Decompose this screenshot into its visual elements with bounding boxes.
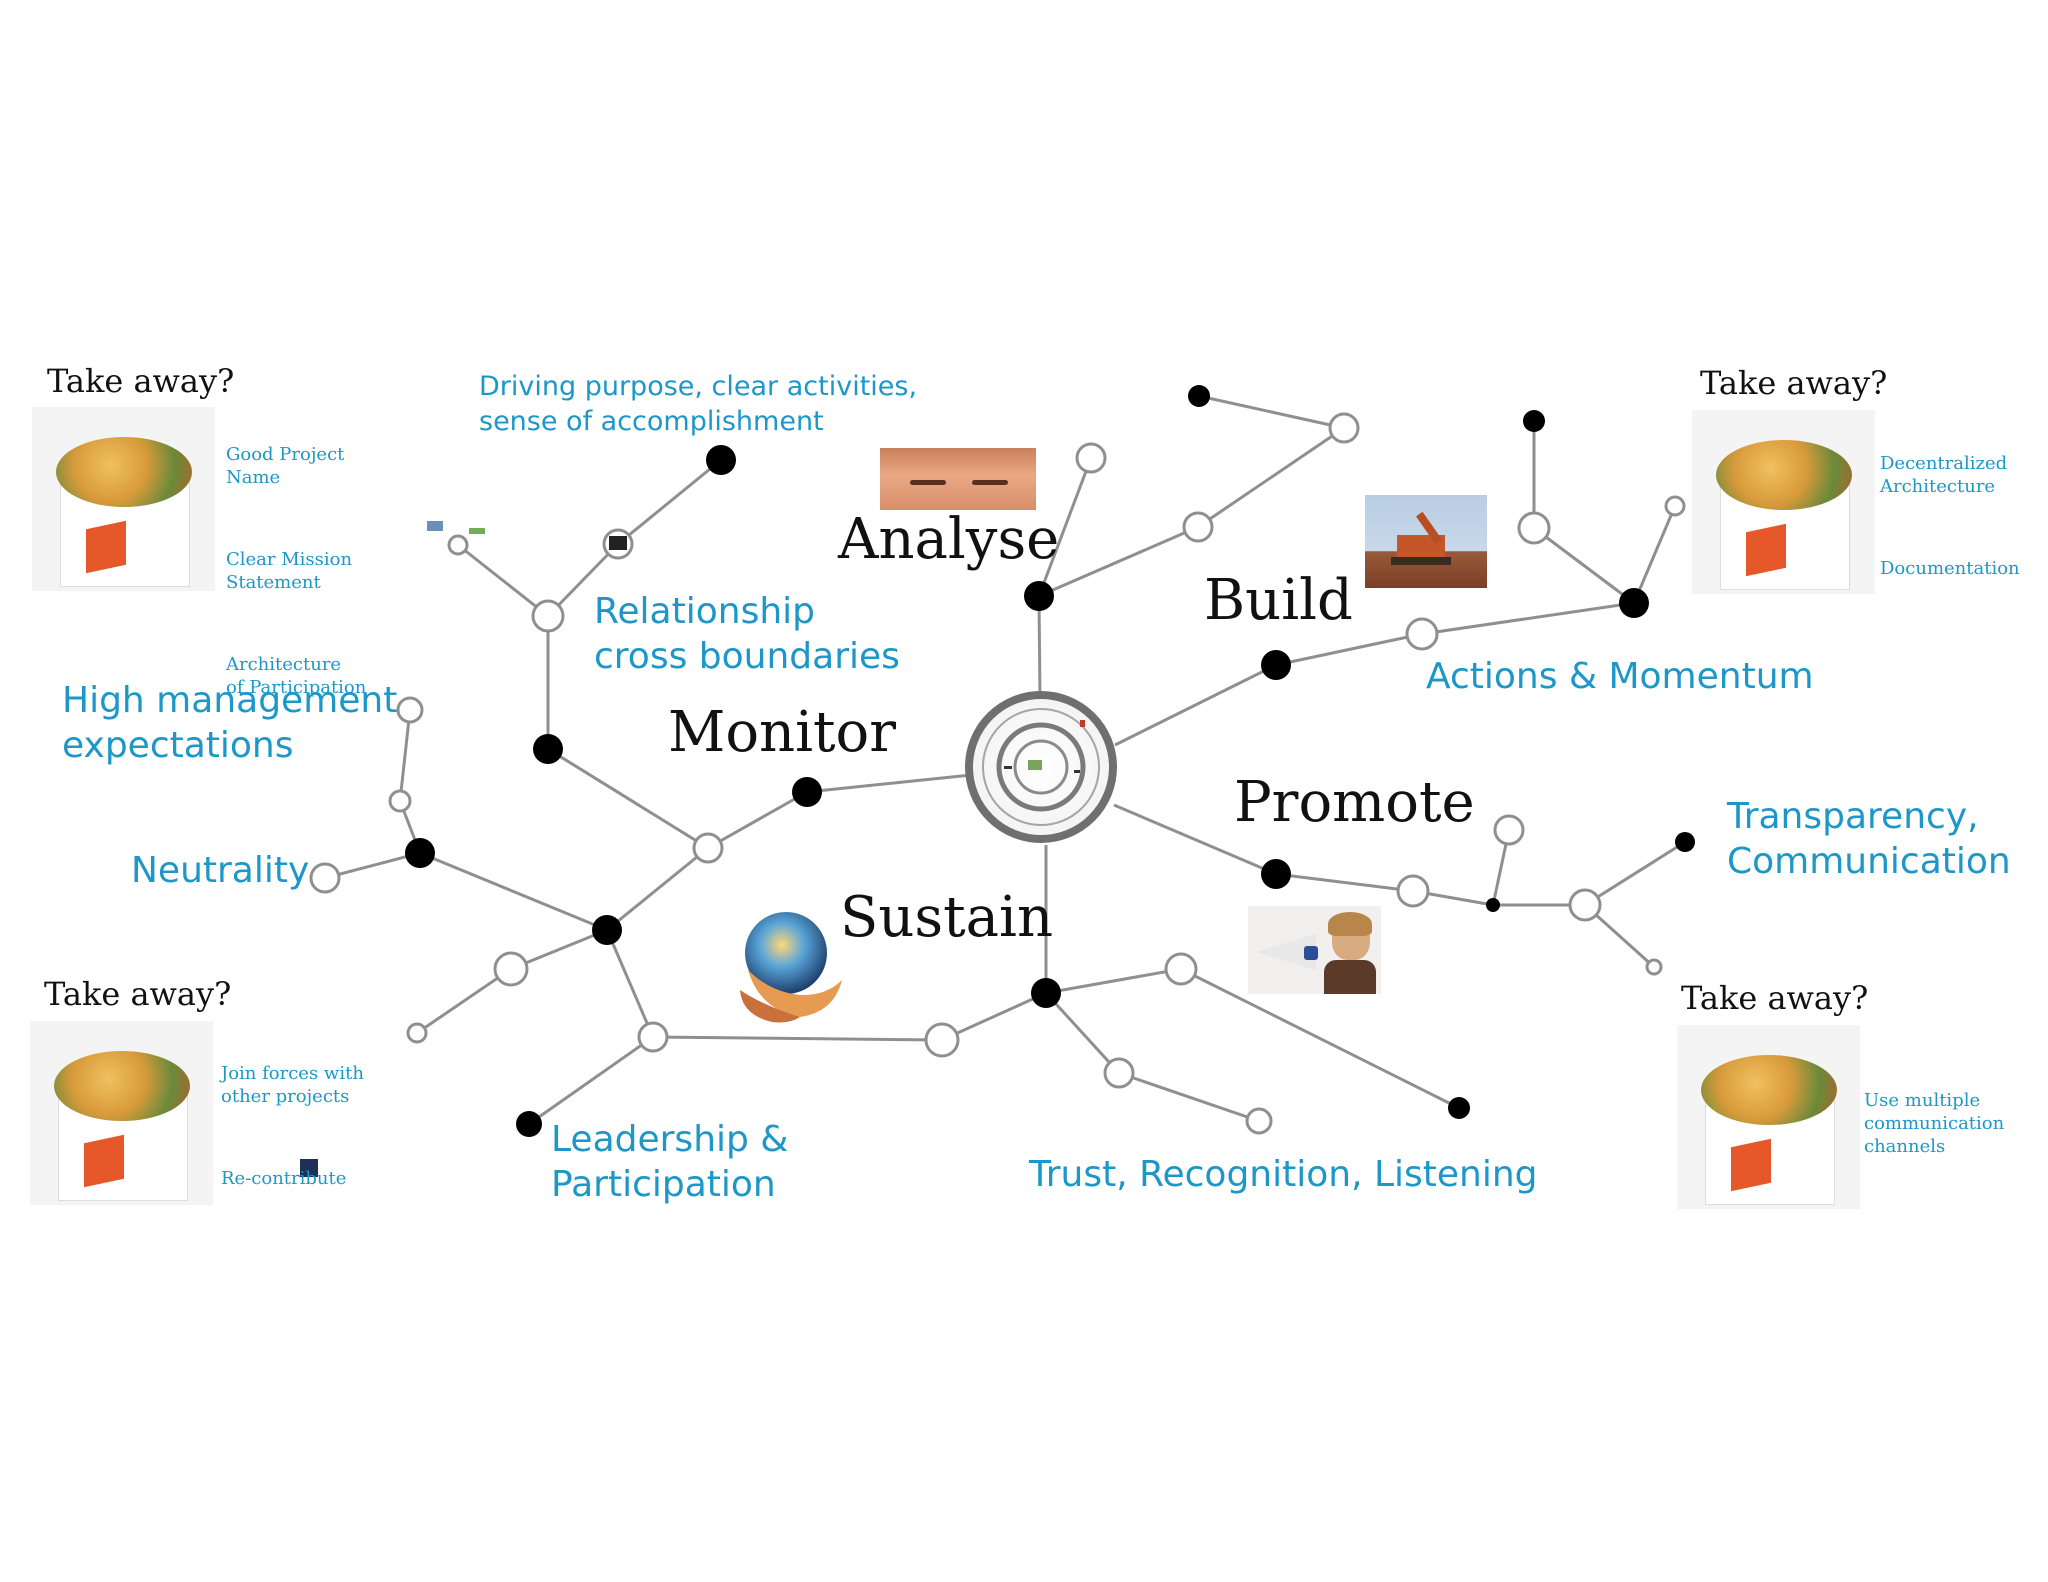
topic-line: Transparency, bbox=[1727, 796, 1979, 837]
topic-line: expectations bbox=[62, 725, 294, 766]
takeaway-title: Take away? bbox=[1700, 364, 1888, 402]
takeaway-item: Good Project Name bbox=[226, 444, 345, 489]
topic-transparency: Transparency, Communication bbox=[1727, 794, 2011, 884]
takeaway-item: Clear Mission Statement bbox=[226, 549, 353, 594]
takeaway-list: Use multiple communication channels bbox=[1864, 1053, 2004, 1217]
takeaway-list: Decentralized Architecture Documentation bbox=[1880, 416, 2020, 639]
topic-line: Driving purpose, clear activities, bbox=[479, 371, 918, 402]
takeaway-item: Documentation bbox=[1880, 558, 2020, 580]
takeaway-item: Decentralized Architecture bbox=[1880, 453, 2008, 498]
closed-eyes-photo bbox=[880, 448, 1036, 510]
topic-line: Relationship bbox=[594, 591, 815, 632]
topic-driving-purpose: Driving purpose, clear activities, sense… bbox=[479, 369, 917, 439]
takeaway-list: Good Project Name Clear Mission Statemen… bbox=[226, 407, 366, 758]
topic-leadership: Leadership & Participation bbox=[551, 1117, 788, 1207]
topic-trust: Trust, Recognition, Listening bbox=[1029, 1154, 1538, 1195]
topic-line: sense of accomplishment bbox=[479, 406, 824, 438]
center-rings-icon bbox=[965, 691, 1117, 843]
topic-line: Participation bbox=[551, 1164, 776, 1205]
stage-label-promote: Promote bbox=[1234, 770, 1475, 835]
topic-line: High management bbox=[62, 680, 398, 721]
stage-label-build: Build bbox=[1204, 568, 1353, 633]
topic-high-management: High management expectations bbox=[62, 678, 397, 768]
topic-relationship: Relationship cross boundaries bbox=[594, 589, 900, 679]
node-thumb-dark bbox=[609, 536, 627, 550]
takeaway-title: Take away? bbox=[47, 362, 235, 400]
topic-line: Leadership & bbox=[551, 1119, 789, 1160]
noodle-box-photo bbox=[30, 1021, 213, 1205]
megaphone-photo bbox=[1248, 906, 1381, 994]
takeaway-title: Take away? bbox=[44, 975, 232, 1013]
takeaway-title: Take away? bbox=[1681, 979, 1869, 1017]
stage-label-analyse: Analyse bbox=[838, 507, 1060, 572]
topic-actions-momentum: Actions & Momentum bbox=[1426, 656, 1814, 697]
node-thumb-blue bbox=[300, 1159, 318, 1177]
topic-neutrality: Neutrality bbox=[131, 850, 310, 891]
filled-nodes bbox=[405, 385, 1695, 1137]
hollow-nodes bbox=[309, 412, 1686, 1135]
topic-line: cross boundaries bbox=[594, 636, 900, 677]
takeaway-item: Re-contribute bbox=[221, 1168, 347, 1190]
takeaway-item: Join forces with other projects bbox=[221, 1063, 364, 1108]
excavator-photo bbox=[1365, 495, 1487, 588]
stage-label-sustain: Sustain bbox=[840, 885, 1054, 950]
takeaway-item: Architecture of Participation bbox=[226, 654, 367, 699]
noodle-box-photo bbox=[32, 407, 215, 591]
hands-globe-photo bbox=[740, 912, 842, 1023]
takeaway-item: Use multiple communication channels bbox=[1864, 1090, 2005, 1158]
noodle-box-photo bbox=[1692, 410, 1875, 594]
stage-label-monitor: Monitor bbox=[668, 700, 897, 765]
topic-line: Communication bbox=[1727, 841, 2011, 882]
takeaway-list: Join forces with other projects Re-contr… bbox=[221, 1026, 364, 1249]
noodle-box-photo bbox=[1677, 1025, 1860, 1209]
node-thumb-chart bbox=[427, 521, 443, 531]
node-thumb-green bbox=[469, 528, 485, 534]
